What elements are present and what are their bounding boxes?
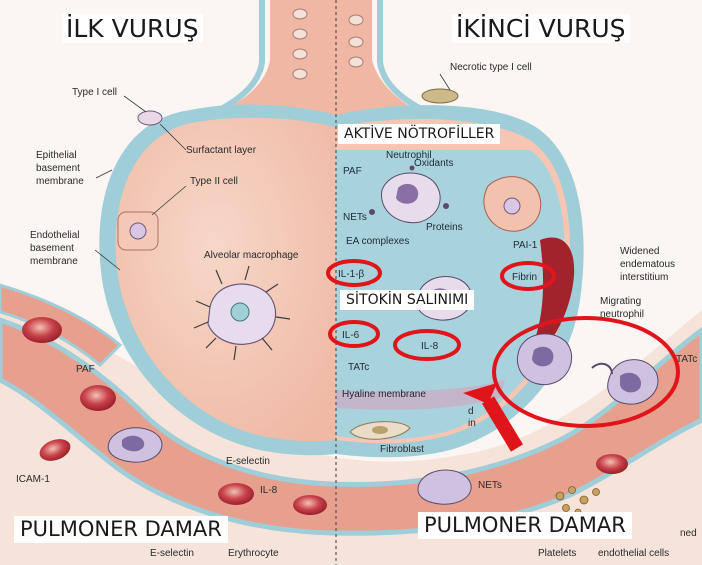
label-widened-1: Widened [620, 246, 659, 257]
label-il8-alveolar: IL-8 [421, 341, 439, 352]
label-paf: PAF [343, 166, 362, 177]
label-partial-ned: ned [680, 528, 697, 539]
label-cytokine-release: SİTOKİN SALINIMI [340, 290, 474, 310]
label-il8-vessel: IL-8 [260, 485, 278, 496]
type1-cell-shape [138, 111, 162, 125]
label-platelets: Platelets [538, 548, 576, 559]
label-endothelial-3: membrane [30, 256, 78, 267]
label-eselectin: E-selectin [226, 456, 270, 467]
label-il6: IL-6 [342, 330, 360, 341]
label-migrating-2: neutrophil [600, 309, 644, 320]
label-type1-cell: Type I cell [72, 87, 117, 98]
alveolar-macrophage-right [484, 177, 541, 232]
label-tatc-alveolar: TATc [348, 362, 369, 373]
necrotic-cell-shape [422, 89, 458, 103]
label-endothelial-2: basement [30, 243, 74, 254]
label-oxidants: Oxidants [414, 158, 453, 169]
label-necrotic: Necrotic type I cell [450, 62, 532, 73]
label-widened-2: endematous [620, 259, 675, 270]
label-epithelial-2: basement [36, 163, 80, 174]
label-il1b: IL-1-β [338, 269, 365, 280]
label-type2-cell: Type II cell [190, 176, 238, 187]
label-macrophage: Alveolar macrophage [204, 250, 299, 261]
label-nets: NETs [343, 212, 367, 223]
label-fibrin: Fibrin [512, 272, 537, 283]
type2-cell-shape [118, 212, 158, 250]
label-activated-neutrophils: AKTİVE NÖTROFİLLER [338, 124, 500, 144]
label-partial-d: d [468, 406, 474, 417]
label-partial-in: in [468, 418, 476, 429]
label-eselectin-bottom: E-selectin [150, 548, 194, 559]
label-hyaline: Hyaline membrane [342, 389, 426, 400]
label-endothelial-1: Endothelial [30, 230, 79, 241]
label-paf-vessel: PAF [76, 364, 95, 375]
label-ea-complexes: EA complexes [346, 236, 409, 247]
label-widened-3: interstitium [620, 272, 668, 283]
label-pai1: PAI-1 [513, 240, 538, 251]
label-erythrocyte: Erythrocyte [228, 548, 279, 559]
title-pulmonary-vessel-right: PULMONER DAMAR [418, 512, 632, 539]
title-pulmonary-vessel-left: PULMONER DAMAR [14, 516, 228, 543]
label-fibroblast: Fibroblast [380, 444, 424, 455]
title-second-hit: İKİNCİ VURUŞ [452, 14, 630, 43]
label-surfactant: Surfactant layer [186, 145, 257, 156]
label-tatc-right: TATc [676, 354, 697, 365]
label-endothelial-cells: endothelial cells [598, 548, 669, 559]
label-migrating-1: Migrating [600, 296, 641, 307]
label-icam1: ICAM-1 [16, 474, 50, 485]
label-epithelial-3: membrane [36, 176, 84, 187]
label-nets-vessel: NETs [478, 480, 502, 491]
label-proteins: Proteins [426, 222, 463, 233]
label-epithelial-1: Epithelial [36, 150, 77, 161]
title-first-hit: İLK VURUŞ [62, 14, 203, 43]
